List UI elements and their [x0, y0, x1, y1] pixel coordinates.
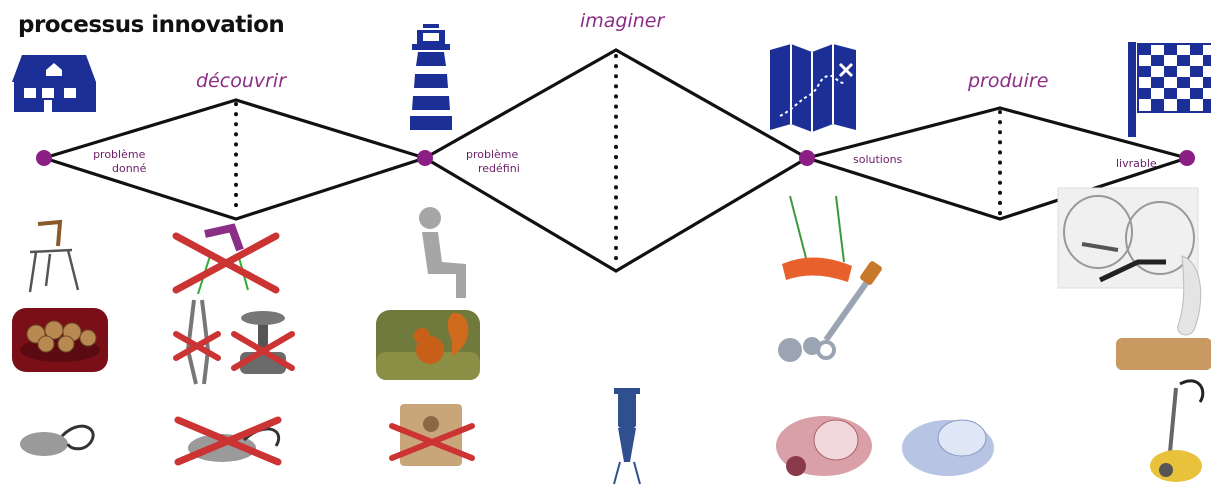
upright-vacuum-image [1150, 379, 1205, 482]
vacuum-crossed-image [174, 416, 282, 466]
milestone-line-1: problème [93, 148, 146, 161]
phase-label-imagine: imaginer [580, 10, 665, 32]
gear-tool-image [778, 261, 882, 362]
milestone-line-2: donné [112, 162, 147, 175]
milestone-label-problem-given: problème donné [92, 148, 146, 176]
phase-label-discover: découvrir [196, 70, 287, 92]
red-cross-icon [231, 331, 295, 371]
milestone-label-solutions: solutions [853, 153, 903, 166]
house-icon [12, 55, 96, 112]
dotted-axes [234, 54, 1002, 268]
node-solutions [799, 150, 815, 166]
swing-seat-image [782, 195, 852, 282]
chair-crossed-image [172, 223, 280, 295]
school-chair-image [28, 219, 80, 293]
cyclone-vacuum-red-image [776, 416, 872, 476]
cyclone-vacuum-blue-image [902, 419, 994, 476]
nutcracker-crossed-image [173, 299, 221, 385]
milestone-line-1: problème [466, 148, 519, 161]
red-cross-icon [389, 423, 475, 461]
nutcracker-design-image [1116, 255, 1211, 370]
bubble-chair-image [1057, 187, 1199, 289]
checkered-flag-icon [1128, 42, 1211, 137]
diamond-lines [42, 48, 1189, 273]
red-cross-icon [172, 232, 280, 294]
cyclone-separator-image [613, 388, 641, 485]
diagram-title: processus innovation [18, 12, 285, 38]
red-cross-icon [174, 416, 282, 466]
treasure-map-icon [770, 44, 856, 132]
squirrel-image [376, 310, 480, 380]
red-cross-icon [173, 331, 221, 361]
node-problem-redefined [417, 150, 433, 166]
milestone-label-problem-redefined: problème redéfini [466, 148, 520, 176]
dust-bag-crossed-image [389, 404, 475, 466]
phase-label-produce: produire [968, 70, 1049, 92]
node-problem-given [36, 150, 52, 166]
milestone-nodes [36, 150, 1195, 166]
vacuum-cleaner-image [20, 424, 95, 456]
lighthouse-icon [410, 24, 452, 130]
walnuts-bowl-image [12, 308, 108, 372]
milestone-label-deliverable: livrable [1116, 157, 1157, 170]
nut-press-crossed-image [231, 311, 295, 374]
milestone-line-2: redéfini [478, 162, 520, 175]
node-deliverable [1179, 150, 1195, 166]
sitting-figure-image [419, 207, 466, 298]
